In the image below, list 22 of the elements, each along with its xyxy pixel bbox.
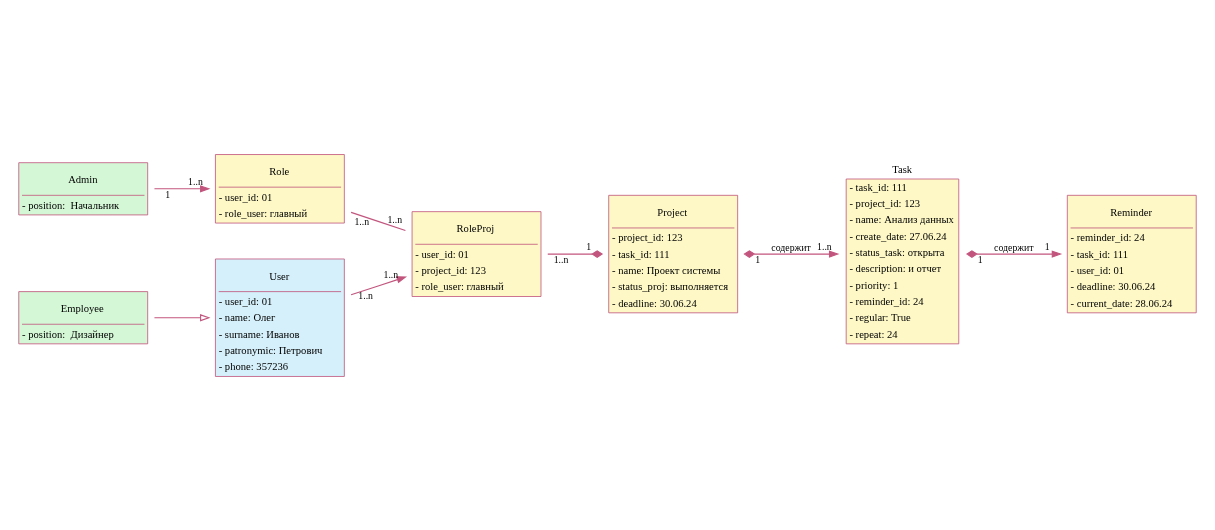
label: 1..n xyxy=(354,215,370,227)
arrow xyxy=(350,275,408,295)
arrow xyxy=(153,184,211,192)
label: 1..n xyxy=(817,240,832,252)
connector xyxy=(547,249,604,258)
label: 1 xyxy=(165,188,171,200)
label: 1 xyxy=(586,240,592,252)
arrow xyxy=(743,249,840,258)
connector xyxy=(350,211,406,231)
label: 1..n xyxy=(358,289,374,301)
label: 1..n xyxy=(553,253,569,265)
label: 1 xyxy=(977,253,983,265)
node-label: Task xyxy=(892,163,913,175)
label: 1..n xyxy=(387,213,403,225)
arrow xyxy=(966,249,1063,258)
arrow xyxy=(153,313,211,321)
label: 1 xyxy=(1044,240,1050,252)
label: 1..n xyxy=(188,175,203,187)
label: 1 xyxy=(755,253,761,265)
edge-label: содержит xyxy=(994,241,1034,253)
edge-label: содержит xyxy=(771,241,811,253)
label: 1..n xyxy=(383,268,399,280)
